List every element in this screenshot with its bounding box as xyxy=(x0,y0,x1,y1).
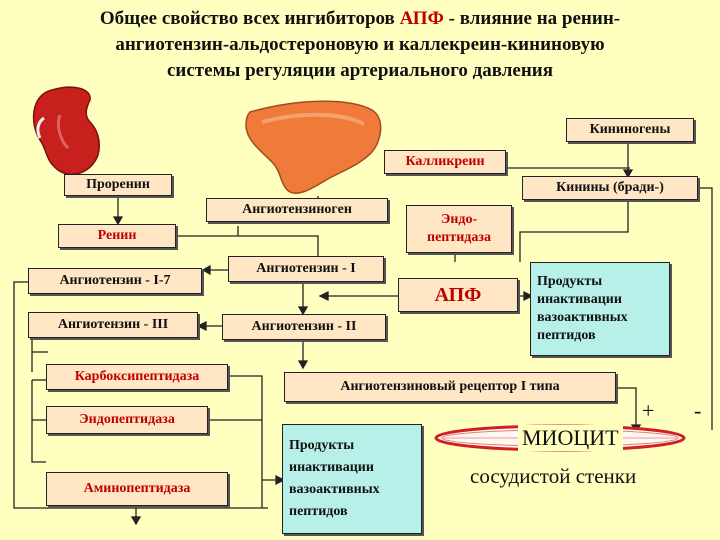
page-title: Общее свойство всех ингибиторов АПФ - вл… xyxy=(8,6,712,84)
title-line-1-prefix: Общее свойство всех ингибиторов xyxy=(99,8,400,29)
node-angiotensin-1: Ангиотензин - I xyxy=(228,256,384,282)
label-vessel-wall: сосудистой стенки xyxy=(470,464,637,488)
node-kinins: Кинины (бради-) xyxy=(522,176,698,200)
node-inactivation-products-right: Продукты инактивации вазоактивных пептид… xyxy=(530,262,670,356)
node-angiotensin-2: Ангиотензин - II xyxy=(222,314,386,340)
title-line-2: ангиотензин-альдостероновую и каллекреин… xyxy=(115,34,605,55)
node-ace: АПФ xyxy=(398,278,518,312)
node-prorenin: Проренин xyxy=(64,174,172,196)
node-endopeptidase-small: Эндо-пептидаза xyxy=(406,205,512,253)
node-aminopeptidase: Аминопептидаза xyxy=(46,472,228,506)
label-minus: - xyxy=(694,398,702,423)
liver-illustration xyxy=(245,100,382,194)
node-angiotensinogen: Ангиотензиноген xyxy=(206,198,388,222)
title-line-3: системы регуляции артериального давления xyxy=(166,60,553,81)
node-kallikrein: Калликреин xyxy=(384,150,506,174)
label-myocyte: МИОЦИТ xyxy=(518,425,623,451)
label-plus: + xyxy=(642,398,655,423)
node-kininogens: Кининогены xyxy=(566,118,694,142)
title-highlight-ace: АПФ xyxy=(399,8,444,29)
node-at1-receptor: Ангиотензиновый рецептор I типа xyxy=(284,372,616,402)
title-line-1-suffix: - влияние на ренин- xyxy=(443,8,621,29)
node-inactivation-products-bottom: Продукты инактивации вазоактивных пептид… xyxy=(282,424,422,534)
node-renin: Ренин xyxy=(58,224,176,248)
kidney-illustration xyxy=(32,86,101,176)
title-line-1: Общее свойство всех ингибиторов АПФ - вл… xyxy=(8,6,712,32)
node-carboxypeptidase: Карбоксипептидаза xyxy=(46,364,228,390)
node-angiotensin-1-7: Ангиотензин - I-7 xyxy=(28,268,202,294)
node-endopeptidase: Эндопептидаза xyxy=(46,406,208,434)
node-angiotensin-3: Ангиотензин - III xyxy=(28,312,198,338)
